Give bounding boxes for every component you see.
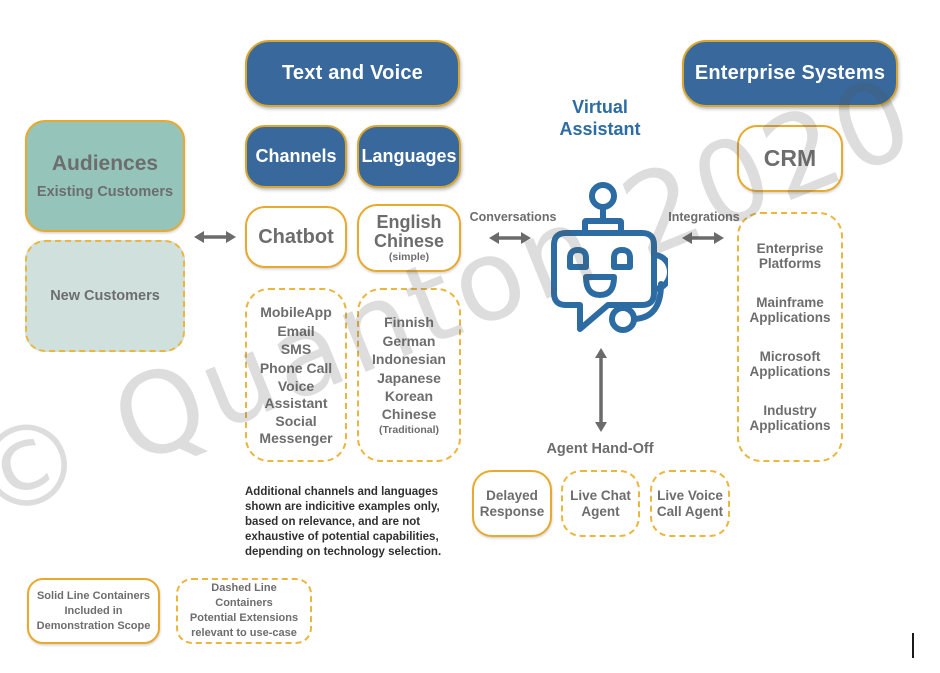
conversations-label: Conversations: [469, 210, 557, 224]
crm-label: CRM: [763, 145, 817, 171]
legend-dashed-line1: Dashed Line Containers: [211, 582, 277, 609]
text-cursor-artifact: [912, 633, 914, 658]
simple-note: (simple): [388, 251, 430, 263]
agent-handoff-label: Agent Hand-Off: [546, 441, 654, 457]
live-chat-agent-box: Live Chat Agent: [561, 470, 640, 537]
list-item: MobileApp: [260, 304, 332, 320]
list-item: Korean: [384, 388, 434, 405]
audiences-title: Audiences: [51, 152, 159, 175]
list-item: Email: [277, 322, 315, 339]
enterprise-systems-header: Enterprise Systems: [682, 40, 898, 107]
languages-header-label: Languages: [361, 146, 457, 166]
integrations-arrow: [681, 229, 725, 247]
delayed-response-box: Delayed Response: [472, 470, 552, 537]
audiences-box: Audiences Existing Customers: [25, 120, 185, 232]
list-item: Microsoft Applications: [749, 349, 831, 379]
live-voice-call-agent-box: Live Voice Call Agent: [650, 470, 730, 537]
legend-solid-line3: Demonstration Scope: [36, 619, 151, 632]
text-and-voice-label: Text and Voice: [282, 62, 423, 84]
integrations-label: Integrations: [668, 210, 740, 224]
chatbot-label: Chatbot: [258, 225, 334, 248]
channels-header-label: Channels: [255, 146, 337, 166]
chatbot-box: Chatbot: [245, 206, 347, 268]
live-voice-call-agent-label: Live Voice Call Agent: [656, 487, 724, 519]
list-item: German: [382, 332, 436, 349]
list-item: Industry Applications: [749, 403, 831, 433]
audiences-channels-arrow: [193, 228, 237, 246]
existing-customers-label: Existing Customers: [36, 184, 174, 200]
traditional-note: (Traditional): [378, 423, 440, 436]
channels-list-box: MobileApp Email SMS Phone Call Voice Ass…: [245, 288, 347, 462]
list-item: Chinese: [381, 405, 437, 422]
list-item: SMS: [280, 341, 312, 357]
new-customers-label: New Customers: [50, 288, 160, 304]
languages-list-box: Finnish German Indonesian Japanese Korea…: [357, 288, 461, 462]
va-title-line1: Virtual: [572, 97, 628, 117]
list-item: Indonesian: [372, 351, 446, 368]
list-item: Finnish: [384, 314, 434, 331]
new-customers-box: New Customers: [25, 240, 185, 352]
disclaimer-note: Additional channels and languages shown …: [245, 486, 442, 558]
legend-dashed-box: Dashed Line Containers Potential Extensi…: [176, 578, 312, 644]
chinese-label: Chinese: [373, 231, 445, 251]
conversations-arrow: [488, 229, 532, 247]
text-and-voice-header: Text and Voice: [245, 40, 460, 107]
va-title-line2: Assistant: [559, 119, 641, 139]
list-item: Phone Call: [259, 359, 333, 376]
virtual-assistant-title: Virtual Assistant: [540, 96, 660, 140]
list-item: Enterprise Platforms: [756, 241, 824, 271]
list-item: Mainframe Applications: [749, 295, 831, 325]
legend-solid-line2: Included in: [64, 604, 123, 617]
agent-handoff-arrow: [592, 347, 610, 433]
live-chat-agent-label: Live Chat Agent: [570, 487, 631, 519]
crm-box: CRM: [737, 125, 843, 192]
legend-dashed-line2: Potential Extensions: [189, 612, 299, 624]
delayed-response-label: Delayed Response: [479, 487, 545, 519]
english-label: English: [376, 212, 442, 232]
list-item: Social Messenger: [259, 413, 333, 446]
legend-solid-line1: Solid Line Containers: [36, 589, 151, 602]
legend-solid-box: Solid Line Containers Included in Demons…: [27, 578, 160, 644]
list-item: Japanese: [377, 369, 441, 386]
language-main-box: English Chinese (simple): [357, 204, 461, 272]
languages-header: Languages: [357, 125, 461, 188]
enterprise-list-box: Enterprise Platforms Mainframe Applicati…: [737, 212, 843, 462]
robot-icon: [546, 181, 668, 333]
list-item: Voice Assistant: [264, 378, 328, 411]
legend-dashed-line3: relevant to use-case: [191, 627, 297, 639]
channels-header: Channels: [245, 125, 347, 188]
enterprise-systems-label: Enterprise Systems: [694, 62, 886, 84]
